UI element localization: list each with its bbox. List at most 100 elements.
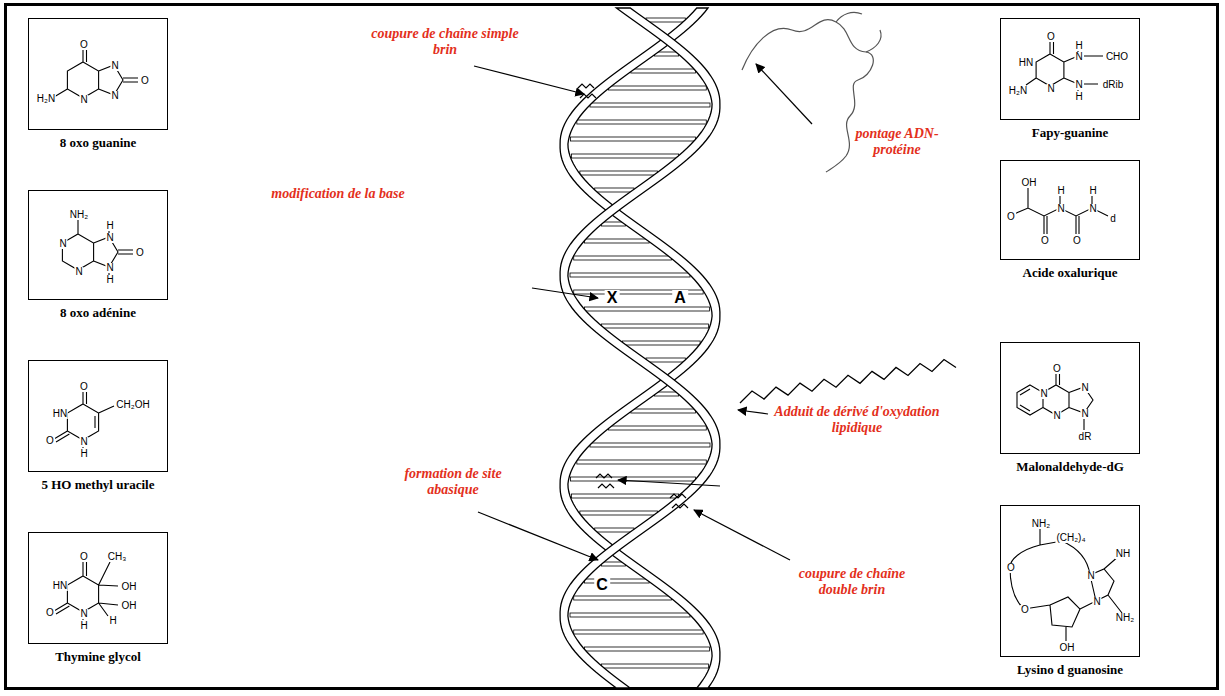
atom-label: H [1056, 186, 1065, 196]
atom-label: OH [1021, 178, 1038, 188]
base-pair [646, 358, 685, 362]
leader-arrow [738, 410, 768, 414]
atom-label: OH [121, 582, 138, 592]
structure-box: 8 oxo adénineNH₂NNHNNHO [28, 190, 168, 300]
compound-name: Lysino d guanosine [1017, 662, 1123, 678]
base-pair [570, 273, 690, 277]
atom-label: N [1052, 411, 1061, 421]
atom-label: O [1020, 605, 1030, 615]
atom-label: HN [52, 409, 68, 419]
atom-label: O [1040, 236, 1050, 246]
atom-label: O [45, 436, 55, 446]
leader-arrow [694, 510, 790, 560]
structure-box: 8 oxo guanineONOH₂NNN [28, 18, 168, 130]
base-pair [577, 120, 706, 124]
compound-name: Acide oxalurique [1023, 265, 1118, 281]
atom-label: N [79, 437, 88, 447]
base-pair [585, 307, 710, 311]
damage-label: pontage ADN-protéine [832, 126, 962, 158]
atom-label: N [1080, 409, 1089, 419]
base-pair [631, 69, 696, 73]
atom-label: (CH₂)₄ [1055, 533, 1086, 543]
atom-label: N [79, 95, 88, 105]
atom-label: O [1052, 364, 1062, 374]
atom-label: H [79, 621, 88, 631]
leader-arrow [532, 288, 598, 298]
leader-arrow [474, 66, 584, 94]
base-pair [590, 103, 710, 107]
base-pair [609, 426, 707, 430]
damage-label: modification de la base [258, 186, 418, 202]
base-pair [574, 596, 672, 600]
lipid-chain [740, 360, 956, 403]
damage-label: coupure de chaîne simple brin [370, 26, 520, 58]
atom-label: N [105, 263, 114, 273]
atom-label: O [1046, 32, 1056, 42]
structure-bonds [62, 220, 133, 275]
base-pair [580, 511, 658, 515]
atom-label: H [1088, 186, 1097, 196]
atom-label: H₂N [1008, 86, 1028, 96]
atom-label: CHO [1105, 52, 1129, 62]
strand-break [596, 474, 688, 508]
atom-label: O [1006, 212, 1016, 222]
dna-strand [560, 8, 720, 688]
structure-bonds [1026, 41, 1103, 91]
atom-label: HN [52, 581, 68, 591]
base-pair [595, 528, 634, 532]
structure-bonds [1017, 372, 1093, 430]
atom-label: N [1056, 204, 1065, 214]
base-letter: A [672, 290, 688, 306]
atom-label: N [1074, 52, 1083, 62]
base-pair [595, 188, 634, 192]
atom-label: N [1080, 383, 1089, 393]
damage-label: coupure de chaîne double brin [792, 566, 912, 598]
base-pair [631, 409, 696, 413]
structure-bonds [54, 49, 138, 98]
atom-label: H [105, 221, 114, 231]
structure-bonds [54, 391, 114, 448]
damage-label: Adduit de dérivé d'oxydation lipidique [772, 404, 942, 436]
base-pair [623, 341, 701, 345]
atom-label: N [1088, 204, 1097, 214]
atom-label: O [1006, 563, 1016, 573]
atom-label: H [1074, 92, 1083, 102]
atom-label: O [45, 608, 55, 618]
atom-label: N [1086, 571, 1095, 581]
atom-label: N [1046, 84, 1055, 94]
atom-label: N [79, 609, 88, 619]
structure-box: Malonaldehyde-dGONNNNdR [1000, 342, 1140, 454]
atom-label: N [1074, 80, 1083, 90]
base-letter: C [594, 577, 610, 593]
protein-chain [742, 20, 873, 172]
structure-bonds [54, 562, 118, 620]
compound-name: 8 oxo adénine [60, 305, 136, 321]
base-pair [574, 630, 703, 634]
atom-label: N [1092, 597, 1101, 607]
base-pair [590, 443, 710, 447]
atom-label: CH₃ [107, 552, 128, 562]
structure-bonds [1010, 529, 1122, 641]
compound-name: Malonaldehyde-dG [1016, 459, 1124, 475]
atom-label: O [79, 552, 89, 562]
structure-box: 5 HO methyl uracileOHNCH₂OHONH [28, 360, 168, 472]
structure-box: Lysino d guanosineNH₂(CH₂)₄OONNNHNH₂OH [1000, 505, 1140, 657]
atom-label: N [1039, 389, 1048, 399]
atom-label: HN [1018, 58, 1034, 68]
base-pair [585, 647, 710, 651]
base-pair [601, 664, 708, 668]
compound-name: 8 oxo guanine [60, 135, 137, 151]
atom-label: N [105, 233, 114, 243]
base-pair [577, 460, 706, 464]
base-pair [580, 171, 658, 175]
base-letter: X [605, 290, 620, 306]
atom-label: O [79, 382, 89, 392]
atom-label: N [110, 61, 119, 71]
atom-label: H [105, 275, 114, 285]
compound-name: Thymine glycol [55, 649, 141, 665]
atom-label: CH₂OH [115, 400, 150, 410]
base-pair [572, 494, 679, 498]
atom-label: H₂N [36, 94, 56, 104]
